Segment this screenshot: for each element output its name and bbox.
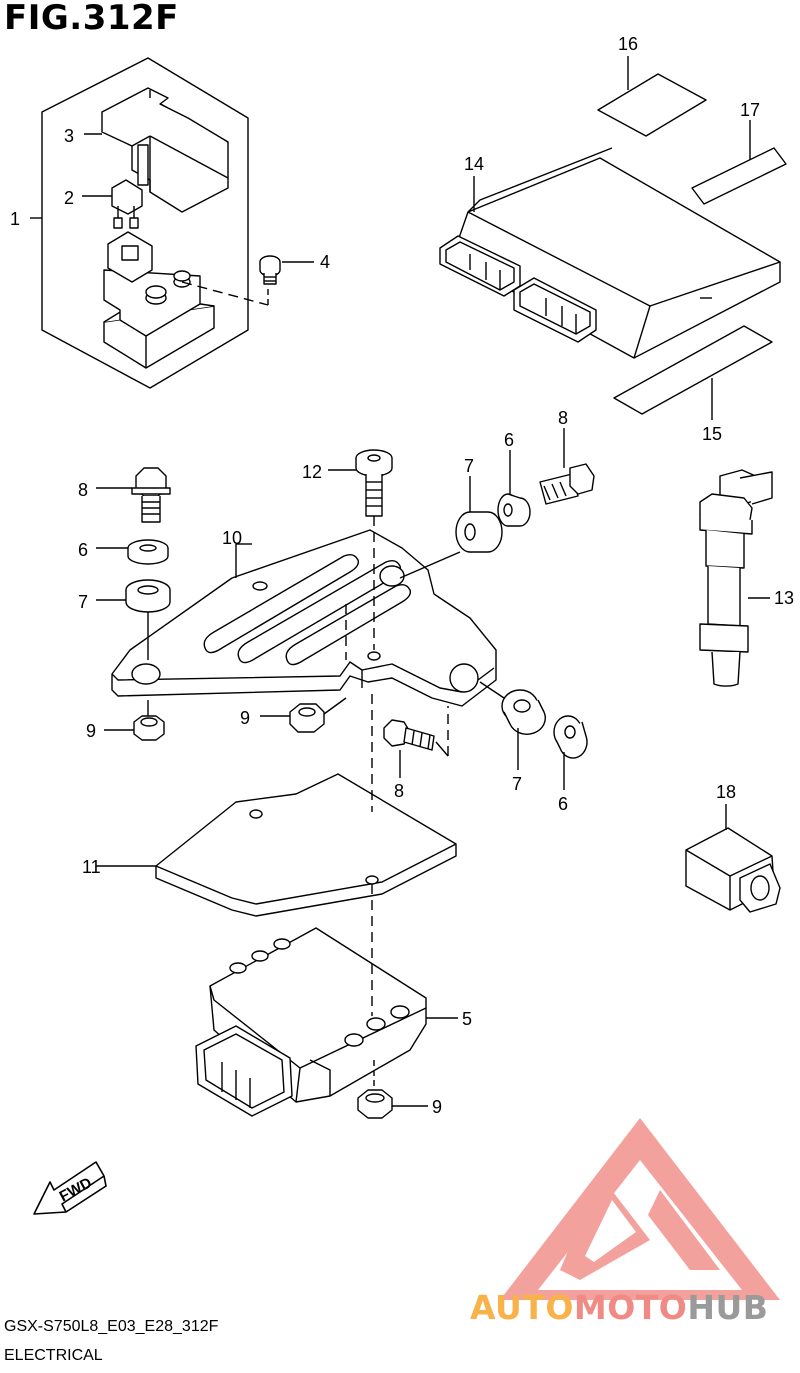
starter-relay-icon [103, 231, 269, 369]
callout-18: 18 [716, 782, 736, 802]
part8-bolt-top-icon [539, 428, 595, 505]
fwd-arrow-icon: FWD [33, 1161, 107, 1215]
part10-bracket-icon [111, 529, 497, 707]
callout-8b: 8 [558, 408, 568, 428]
callout-9a: 9 [86, 721, 96, 741]
part5-regulator-icon [195, 884, 458, 1117]
callout-17: 17 [740, 100, 760, 120]
callout-6a: 6 [78, 540, 88, 560]
part2-fuse-icon [82, 179, 143, 229]
section-label: ELECTRICAL [4, 1347, 103, 1364]
part9-nut-left-icon [104, 700, 165, 741]
callout-8c: 8 [394, 781, 404, 801]
callout-13: 13 [774, 588, 794, 608]
part12-bolt-icon [328, 449, 393, 650]
part16-pad-icon [597, 73, 707, 137]
callout-15: 15 [702, 424, 722, 444]
part3-cover-icon [84, 87, 229, 213]
part1-group-outline [41, 57, 249, 389]
callout-16: 16 [618, 34, 638, 54]
callout-1: 1 [10, 209, 20, 229]
callout-14: 14 [464, 154, 484, 174]
callout-6b: 6 [504, 430, 514, 450]
part6-collar-left-icon [96, 539, 169, 565]
callout-6c: 6 [558, 794, 568, 814]
callout-2: 2 [64, 188, 74, 208]
part7-grommet-left-icon [96, 579, 171, 660]
callout-10: 10 [222, 528, 242, 548]
callout-12: 12 [302, 462, 322, 482]
callout-7a: 7 [78, 592, 88, 612]
part18-connector-icon [685, 804, 781, 913]
callout-7c: 7 [512, 774, 522, 794]
callout-5: 5 [462, 1009, 472, 1029]
part7-grommet-top-icon [455, 476, 503, 553]
part17-strip-icon [691, 147, 787, 205]
callout-4: 4 [320, 252, 330, 272]
callout-8a: 8 [78, 480, 88, 500]
watermark-auto: AUTO [470, 1288, 574, 1327]
part8-bolt-low-icon [383, 706, 449, 778]
part13-sensor-icon [699, 469, 773, 687]
model-code: GSX-S750L8_E03_E28_312F [4, 1318, 219, 1335]
watermark-moto: MOTO [573, 1288, 688, 1327]
part14-ecm-icon [439, 147, 781, 359]
watermark-hub: HUB [687, 1288, 769, 1327]
callout-3: 3 [64, 126, 74, 146]
part7-grommet-low-icon [479, 681, 546, 770]
callout-9b: 9 [240, 708, 250, 728]
part15-strip-icon [613, 325, 773, 415]
part6-collar-top-icon [497, 450, 531, 527]
part4-screw-icon [259, 255, 314, 285]
callout-9c: 9 [432, 1097, 442, 1117]
callout-11: 11 [82, 857, 101, 877]
part6-collar-low-icon [553, 715, 588, 790]
watermark-text: AUTOMOTOHUB [470, 1288, 768, 1327]
part11-plate-icon [96, 694, 457, 917]
watermark-logo-icon [500, 1118, 780, 1300]
figure-title: FIG.312F [4, 0, 179, 38]
part9-nut-bottom-icon [357, 1060, 428, 1119]
callout-7b: 7 [464, 456, 474, 476]
part9-nut-mid-icon [260, 697, 347, 733]
part8-bolt-left-icon [96, 467, 171, 523]
